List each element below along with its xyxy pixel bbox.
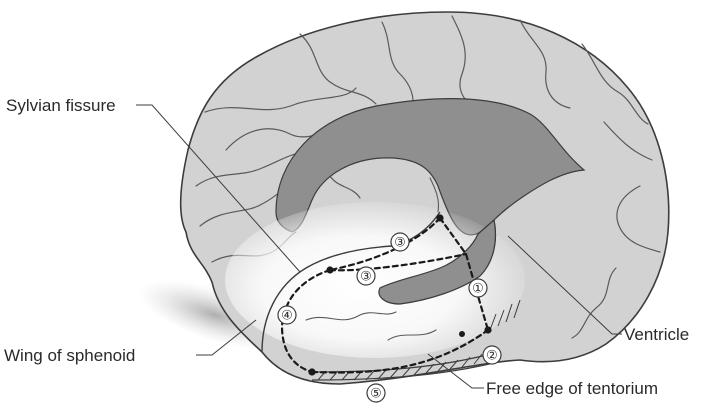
marker-1: ① xyxy=(469,279,487,297)
marker-4-text: ④ xyxy=(281,308,293,323)
marker-4: ④ xyxy=(278,306,296,324)
marker-3a: ③ xyxy=(391,233,409,251)
marker-5: ⑤ xyxy=(367,384,385,402)
label-ventricle: Ventricle xyxy=(624,325,689,344)
marker-3a-text: ③ xyxy=(394,235,406,250)
marker-2-text: ② xyxy=(486,348,498,363)
marker-2: ② xyxy=(483,346,501,364)
label-wing-of-sphenoid: Wing of sphenoid xyxy=(4,346,135,365)
label-free-edge-of-tentorium: Free edge of tentorium xyxy=(486,379,658,398)
marker-3b-text: ③ xyxy=(360,269,372,284)
marker-3b: ③ xyxy=(357,267,375,285)
marker-1-text: ① xyxy=(472,281,484,296)
marker-5-text: ⑤ xyxy=(370,386,382,401)
label-sylvian-fissure: Sylvian fissure xyxy=(6,96,116,115)
